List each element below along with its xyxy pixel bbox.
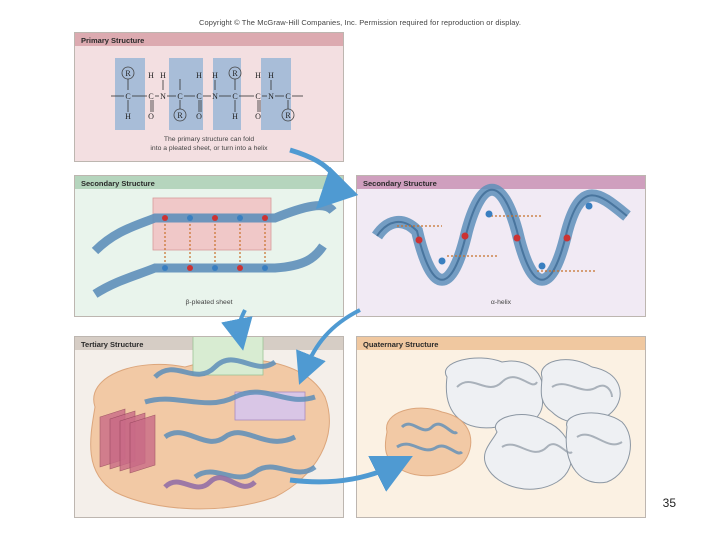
- page-number: 35: [662, 496, 676, 510]
- atoms: [162, 215, 268, 271]
- c-label: C: [148, 92, 153, 101]
- panel-title: Primary Structure: [75, 33, 343, 46]
- panel-title: Secondary Structure: [75, 176, 343, 189]
- subunit-blobs: [444, 357, 631, 490]
- formula-bonds: [111, 79, 303, 112]
- c-label: C: [232, 92, 237, 101]
- h-label: H: [148, 71, 154, 80]
- r-group-label: R: [177, 111, 183, 120]
- h-label: H: [268, 71, 274, 80]
- sheet-highlight: [192, 337, 264, 376]
- h-label: H: [232, 112, 238, 121]
- n-label: N: [160, 92, 166, 101]
- beta-sheet-panel: Secondary Structure β-pleated sheet: [74, 175, 344, 317]
- n-label: N: [268, 92, 274, 101]
- panel-title: Secondary Structure: [357, 176, 645, 189]
- hydrogen-bonds: [397, 215, 597, 272]
- h-label: H: [160, 71, 166, 80]
- o-label: O: [148, 112, 154, 121]
- c-label: C: [177, 92, 182, 101]
- lower-strand: [92, 243, 327, 298]
- copyright-notice: Copyright © The McGraw-Hill Companies, I…: [198, 18, 522, 27]
- o-label: O: [196, 112, 202, 121]
- alpha-helix-illustration: α-helix: [372, 183, 631, 306]
- tertiary-structure-panel: Tertiary Structure: [74, 336, 344, 518]
- tertiary-subunit-ribbons: [396, 422, 464, 455]
- panel-title: Quaternary Structure: [357, 337, 645, 350]
- ribbon-strands: [144, 357, 317, 480]
- c-label: C: [196, 92, 201, 101]
- n-label: N: [212, 92, 218, 101]
- helix-segment: [163, 475, 257, 490]
- alpha-helix-caption: α-helix: [491, 299, 512, 306]
- quaternary-structure-panel: Quaternary Structure: [356, 336, 646, 518]
- c-label: C: [255, 92, 260, 101]
- highlight-bands: [115, 58, 291, 130]
- beta-sheet-caption: β-pleated sheet: [186, 299, 233, 306]
- quaternary-complex-illustration: [384, 357, 631, 490]
- tertiary-fold-illustration: [90, 337, 330, 510]
- alpha-helix-panel: Secondary Structure α-helix: [356, 175, 646, 317]
- highlight-box: [152, 197, 272, 251]
- r-group-label: R: [125, 69, 131, 78]
- h-label: H: [255, 71, 261, 80]
- h-label: H: [196, 71, 202, 80]
- primary-caption-line2: into a pleated sheet, or turn into a hel…: [150, 145, 268, 152]
- o-label: O: [255, 112, 261, 121]
- r-group-label: R: [232, 69, 238, 78]
- c-label: C: [285, 92, 290, 101]
- r-group-label: R: [285, 111, 291, 120]
- h-label: H: [125, 112, 131, 121]
- subunit-folds: [456, 376, 623, 454]
- beta-pleated-sheet-illustration: β-pleated sheet: [91, 197, 337, 306]
- c-label: C: [125, 92, 130, 101]
- polypeptide-chain-formula: R R R R H H H H H H C C C C C C C N N N …: [111, 58, 303, 152]
- tertiary-subunit: [384, 407, 472, 477]
- primary-structure-panel: Primary Structure R R R R H H H H H H: [74, 32, 344, 162]
- sheet-bundle: [99, 408, 156, 474]
- atoms: [415, 202, 593, 270]
- h-label: H: [212, 71, 218, 80]
- primary-caption-line1: The primary structure can fold: [164, 136, 255, 143]
